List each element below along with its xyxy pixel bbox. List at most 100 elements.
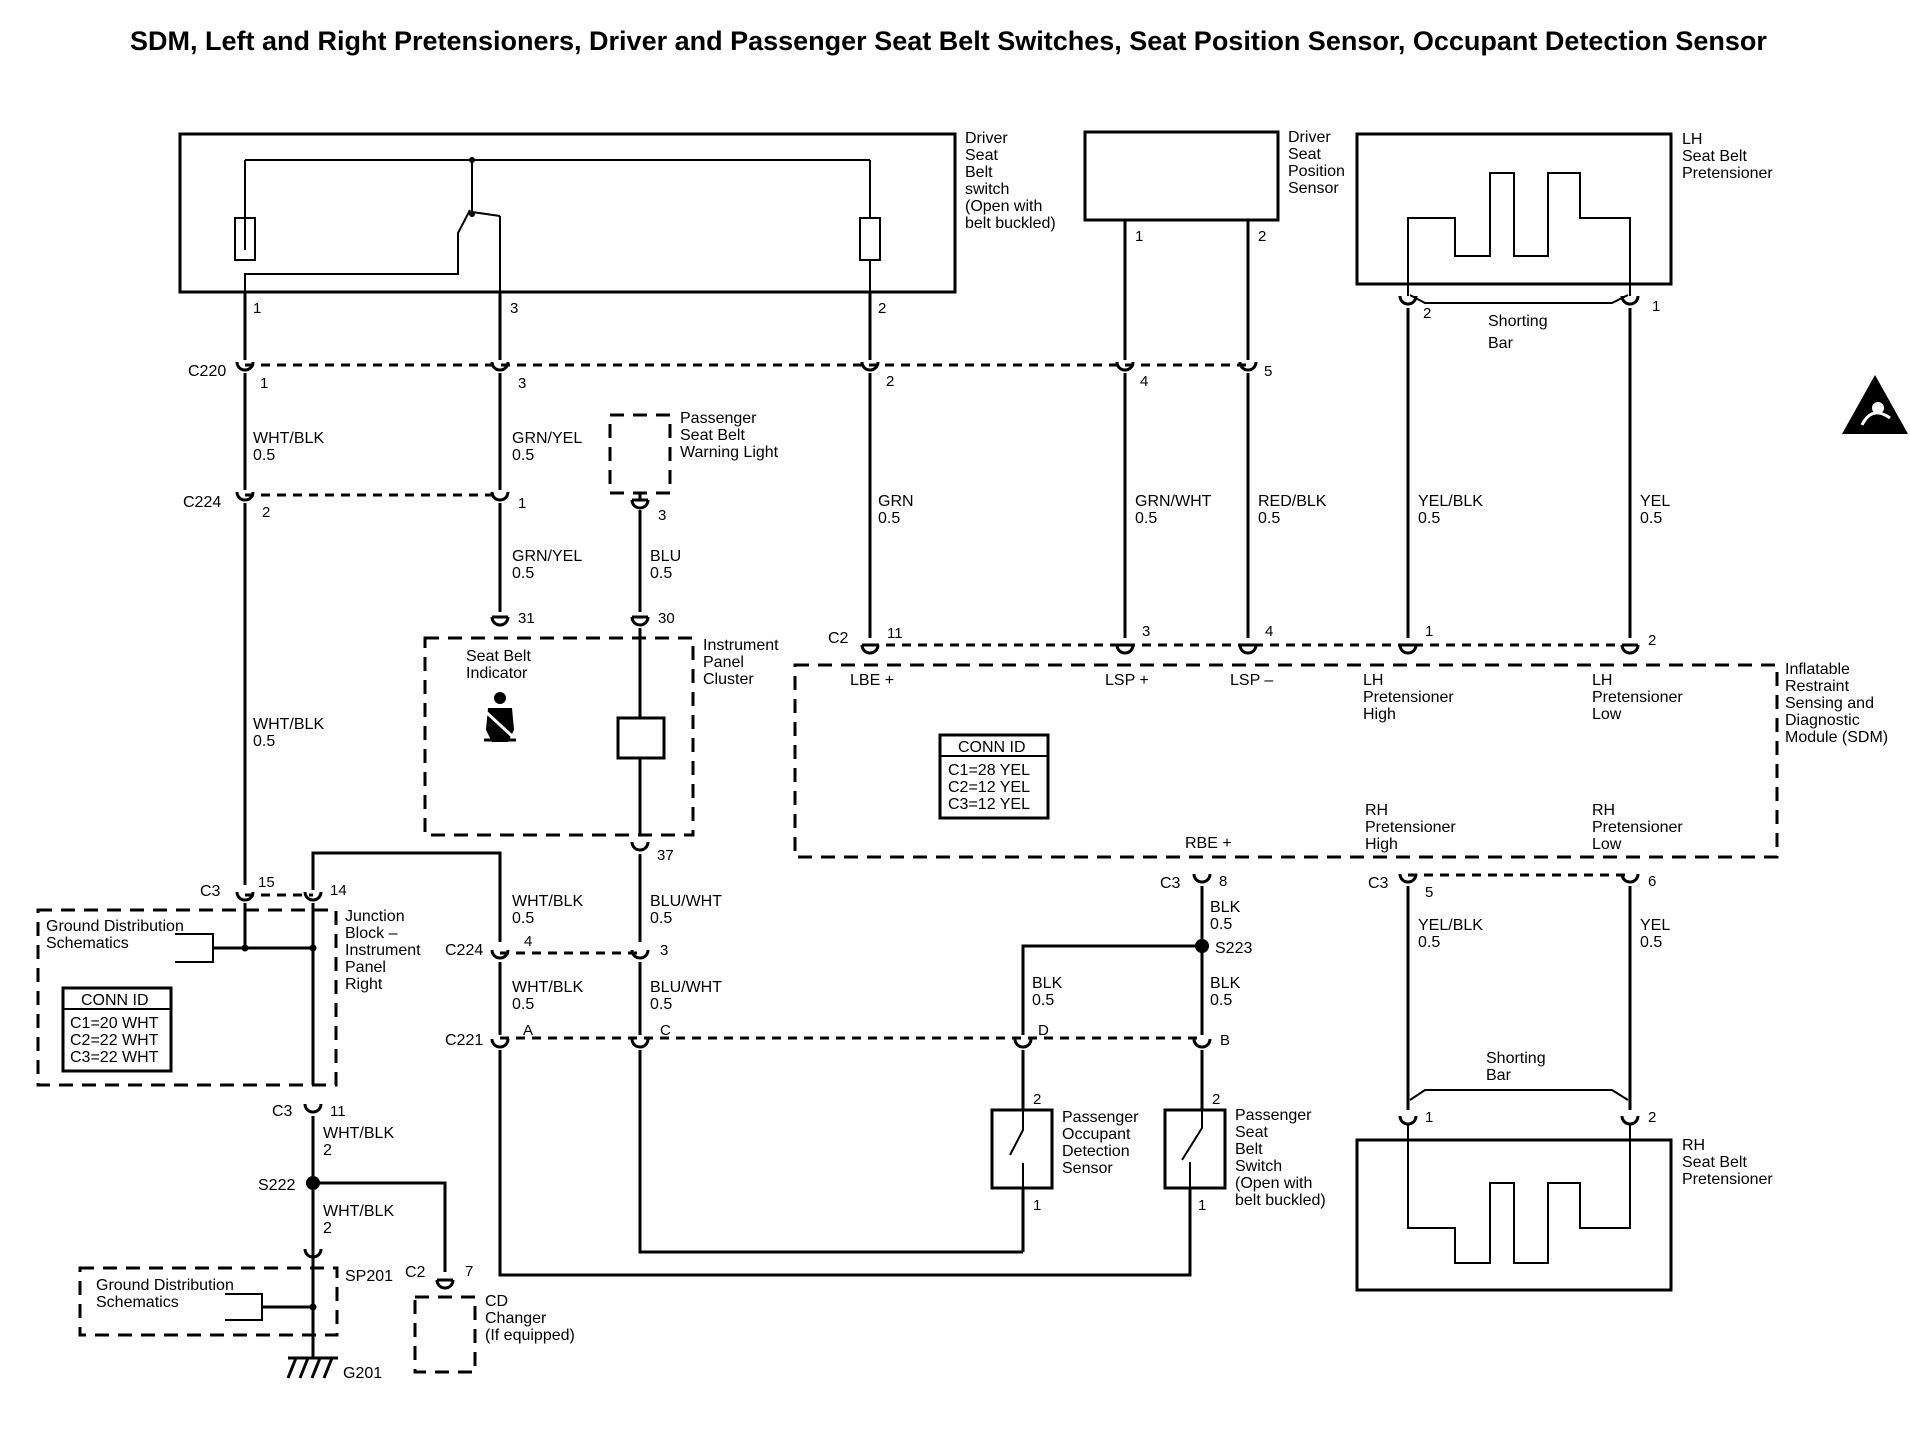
cd-changer-label: CD Changer (If equipped) xyxy=(485,1293,575,1344)
sdm-pin-lsp-plus: LSP + xyxy=(1105,672,1149,689)
junction-block-label: Junction Block – Instrument Panel Right xyxy=(345,908,421,993)
svg-text:Changer: Changer xyxy=(485,1310,547,1327)
instrument-panel-cluster-label: Instrument Panel Cluster xyxy=(703,637,779,688)
pin-label: 1 xyxy=(518,495,526,512)
svg-text:YEL/BLK: YEL/BLK xyxy=(1418,917,1483,934)
svg-text:C1=20 WHT: C1=20 WHT xyxy=(70,1015,159,1032)
ground-g201-icon xyxy=(286,1356,338,1379)
svg-text:Schematics: Schematics xyxy=(46,935,129,952)
pin-label: 2 xyxy=(1648,632,1656,649)
svg-text:0.5: 0.5 xyxy=(253,733,275,750)
svg-text:C2=22 WHT: C2=22 WHT xyxy=(70,1032,159,1049)
splice-sp201-label: SP201 xyxy=(345,1268,393,1285)
pin-label: 3 xyxy=(518,375,526,392)
svg-text:Occupant: Occupant xyxy=(1062,1126,1131,1143)
pin-label: 4 xyxy=(1140,373,1148,390)
svg-text:Panel: Panel xyxy=(345,959,386,976)
svg-text:0.5: 0.5 xyxy=(1418,934,1440,951)
passenger-seat-belt-warning-light-box xyxy=(608,413,672,495)
wire-label: WHT/BLK 0.5 xyxy=(512,893,583,927)
svg-text:2: 2 xyxy=(323,1220,332,1237)
pin-label: 2 xyxy=(1033,1091,1041,1108)
connector-c3-label: C3 xyxy=(200,883,221,900)
connector-c2-label: C2 xyxy=(405,1264,426,1281)
wire-label: YEL/BLK 0.5 xyxy=(1418,493,1483,527)
svg-text:Module (SDM): Module (SDM) xyxy=(1785,729,1888,746)
driver-seat-position-sensor-label: Driver Seat Position Sensor xyxy=(1288,129,1345,197)
wire-label: BLK 0.5 xyxy=(1210,899,1241,933)
svg-text:0.5: 0.5 xyxy=(650,910,672,927)
svg-text:belt buckled): belt buckled) xyxy=(1235,1192,1326,1209)
svg-text:belt buckled): belt buckled) xyxy=(965,215,1056,232)
svg-text:High: High xyxy=(1365,836,1398,853)
svg-text:0.5: 0.5 xyxy=(1210,916,1232,933)
pin-label: 5 xyxy=(1425,884,1433,901)
svg-text:0.5: 0.5 xyxy=(650,996,672,1013)
svg-text:0.5: 0.5 xyxy=(1640,934,1662,951)
pin-label: 3 xyxy=(658,507,666,524)
svg-text:Shorting: Shorting xyxy=(1486,1050,1546,1067)
pin-label: 1 xyxy=(1652,298,1660,315)
wire-label: BLU 0.5 xyxy=(650,548,681,582)
svg-text:C2=12 YEL: C2=12 YEL xyxy=(948,779,1030,796)
svg-text:WHT/BLK: WHT/BLK xyxy=(512,979,583,996)
svg-text:(Open with: (Open with xyxy=(965,198,1042,215)
svg-text:RED/BLK: RED/BLK xyxy=(1258,493,1327,510)
pin-label: 1 xyxy=(1135,228,1143,245)
lh-pretensioner-box xyxy=(1355,132,1673,286)
svg-text:Passenger: Passenger xyxy=(680,410,757,427)
svg-text:BLK: BLK xyxy=(1210,899,1241,916)
pin-label: 15 xyxy=(258,874,275,891)
svg-text:C1=28 YEL: C1=28 YEL xyxy=(948,762,1030,779)
svg-text:Junction: Junction xyxy=(345,908,405,925)
lh-shorting-bar-label: Shorting Bar xyxy=(1488,313,1548,352)
svg-text:Sensing and: Sensing and xyxy=(1785,695,1874,712)
wire-label: BLU/WHT 0.5 xyxy=(650,893,722,927)
sdm-conn-id-table: CONN ID C1=28 YEL C2=12 YEL C3=12 YEL xyxy=(938,733,1050,820)
svg-text:RH: RH xyxy=(1682,1137,1705,1154)
rh-pretensioner-box xyxy=(1355,1138,1673,1292)
passenger-seat-belt-warning-light-label: Passenger Seat Belt Warning Light xyxy=(680,410,779,461)
cd-changer-box xyxy=(413,1295,477,1374)
svg-text:Instrument: Instrument xyxy=(703,637,779,654)
svg-text:WHT/BLK: WHT/BLK xyxy=(253,430,324,447)
svg-text:Low: Low xyxy=(1592,706,1622,723)
pin-label: 31 xyxy=(518,610,535,627)
sdm-pin-rbe: RBE + xyxy=(1185,835,1232,852)
sp201-ground-distribution-box xyxy=(78,1266,339,1337)
svg-text:Pretensioner: Pretensioner xyxy=(1592,819,1683,836)
passenger-occupant-detection-sensor-label: Passenger Occupant Detection Sensor xyxy=(1062,1109,1139,1177)
svg-text:Schematics: Schematics xyxy=(96,1294,179,1311)
svg-text:BLU/WHT: BLU/WHT xyxy=(650,893,722,910)
svg-text:Seat Belt: Seat Belt xyxy=(680,427,745,444)
connector-c3-label: C3 xyxy=(1160,875,1181,892)
splice-s222-label: S222 xyxy=(258,1177,295,1194)
connector-c3-label: C3 xyxy=(1368,875,1389,892)
svg-text:Seat: Seat xyxy=(1235,1124,1268,1141)
pin-label: 8 xyxy=(1219,873,1227,890)
svg-text:Belt: Belt xyxy=(965,164,993,181)
pin-label: B xyxy=(1220,1032,1230,1049)
svg-text:Seat Belt: Seat Belt xyxy=(1682,148,1747,165)
svg-text:Instrument: Instrument xyxy=(345,942,421,959)
svg-text:Passenger: Passenger xyxy=(1235,1107,1312,1124)
pin-label: 3 xyxy=(660,942,668,959)
pin-label: 3 xyxy=(510,300,518,317)
pin-label: 2 xyxy=(1423,305,1431,322)
rh-shorting-bar-label: Shorting Bar xyxy=(1486,1050,1546,1084)
svg-text:0.5: 0.5 xyxy=(1032,992,1054,1009)
svg-text:GRN/YEL: GRN/YEL xyxy=(512,548,582,565)
wire-label: YEL 0.5 xyxy=(1640,917,1670,951)
junction-conn-id-table: CONN ID C1=20 WHT C2=22 WHT C3=22 WHT xyxy=(61,986,173,1073)
connector-c224-label: C224 xyxy=(445,942,483,959)
lh-pretensioner-label: LH Seat Belt Pretensioner xyxy=(1682,131,1773,182)
pin-label: A xyxy=(523,1022,533,1039)
sdm-module-label: Inflatable Restraint Sensing and Diagnos… xyxy=(1785,661,1888,746)
driver-seat-belt-switch-internals xyxy=(234,157,881,308)
svg-text:Indicator: Indicator xyxy=(466,665,528,682)
svg-text:0.5: 0.5 xyxy=(650,565,672,582)
svg-text:Cluster: Cluster xyxy=(703,671,754,688)
ipc-internal-module xyxy=(616,716,666,760)
pin-label: 3 xyxy=(1142,623,1150,640)
